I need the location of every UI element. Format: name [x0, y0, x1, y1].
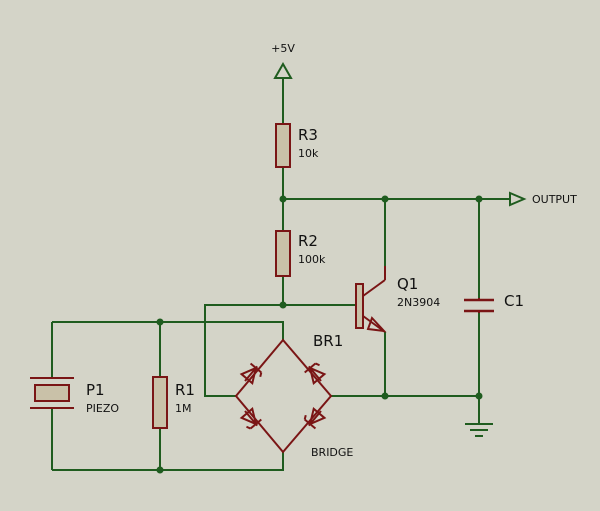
junction-dot [381, 392, 389, 400]
bridge-rectifier-br1: BR1 BRIDGE [234, 332, 353, 459]
wire-r2-base [282, 276, 356, 306]
ground-symbol [465, 423, 493, 437]
junction-dot [475, 392, 483, 400]
r3-value: 10k [298, 147, 319, 160]
r2-value: 100k [298, 253, 326, 266]
power-label: +5V [271, 42, 295, 55]
c1-ref: C1 [504, 292, 524, 310]
resistor-r3: R3 10k [275, 123, 319, 168]
p1-value: PIEZO [86, 402, 119, 415]
power-5v-symbol: +5V [271, 42, 295, 79]
transistor-base-bar-icon [355, 283, 364, 329]
resistor-r1: R1 1M [152, 376, 195, 429]
piezo-p1: P1 PIEZO [30, 377, 119, 415]
br1-value: BRIDGE [311, 446, 353, 459]
capacitor-c1: C1 [464, 292, 524, 313]
resistor-body-icon [275, 230, 291, 277]
junction-dot [381, 195, 389, 203]
q1-ref: Q1 [397, 275, 418, 293]
p1-ref: P1 [86, 381, 105, 399]
junction-dot [156, 318, 164, 326]
emitter-arrow-icon [366, 316, 387, 333]
r2-ref: R2 [298, 232, 318, 250]
br1-ref: BR1 [313, 332, 343, 350]
junction-dot [156, 466, 164, 474]
bridge-diamond-outline [234, 338, 333, 454]
junction-dot [475, 195, 483, 203]
resistor-r2: R2 100k [275, 230, 326, 277]
resistor-body-icon [275, 123, 291, 168]
piezo-crystal-icon [34, 384, 70, 402]
junction-dot [279, 195, 287, 203]
output-terminal: OUTPUT [509, 191, 577, 207]
q1-value: 2N3904 [397, 296, 440, 309]
junctions [156, 195, 483, 474]
r3-ref: R3 [298, 126, 318, 144]
wire-base-loop [204, 304, 283, 397]
junction-dot [279, 301, 287, 309]
power-arrow-icon [273, 61, 293, 79]
zener-diode-icon [237, 359, 329, 433]
output-label: OUTPUT [532, 193, 577, 206]
r1-value: 1M [175, 402, 192, 415]
resistor-body-icon [152, 376, 168, 429]
r1-ref: R1 [175, 381, 195, 399]
wire-bottom-bus [52, 452, 284, 471]
wire-top-bus [52, 321, 284, 340]
transistor-q1: Q1 2N3904 [355, 266, 440, 333]
output-arrow-icon [509, 191, 527, 207]
